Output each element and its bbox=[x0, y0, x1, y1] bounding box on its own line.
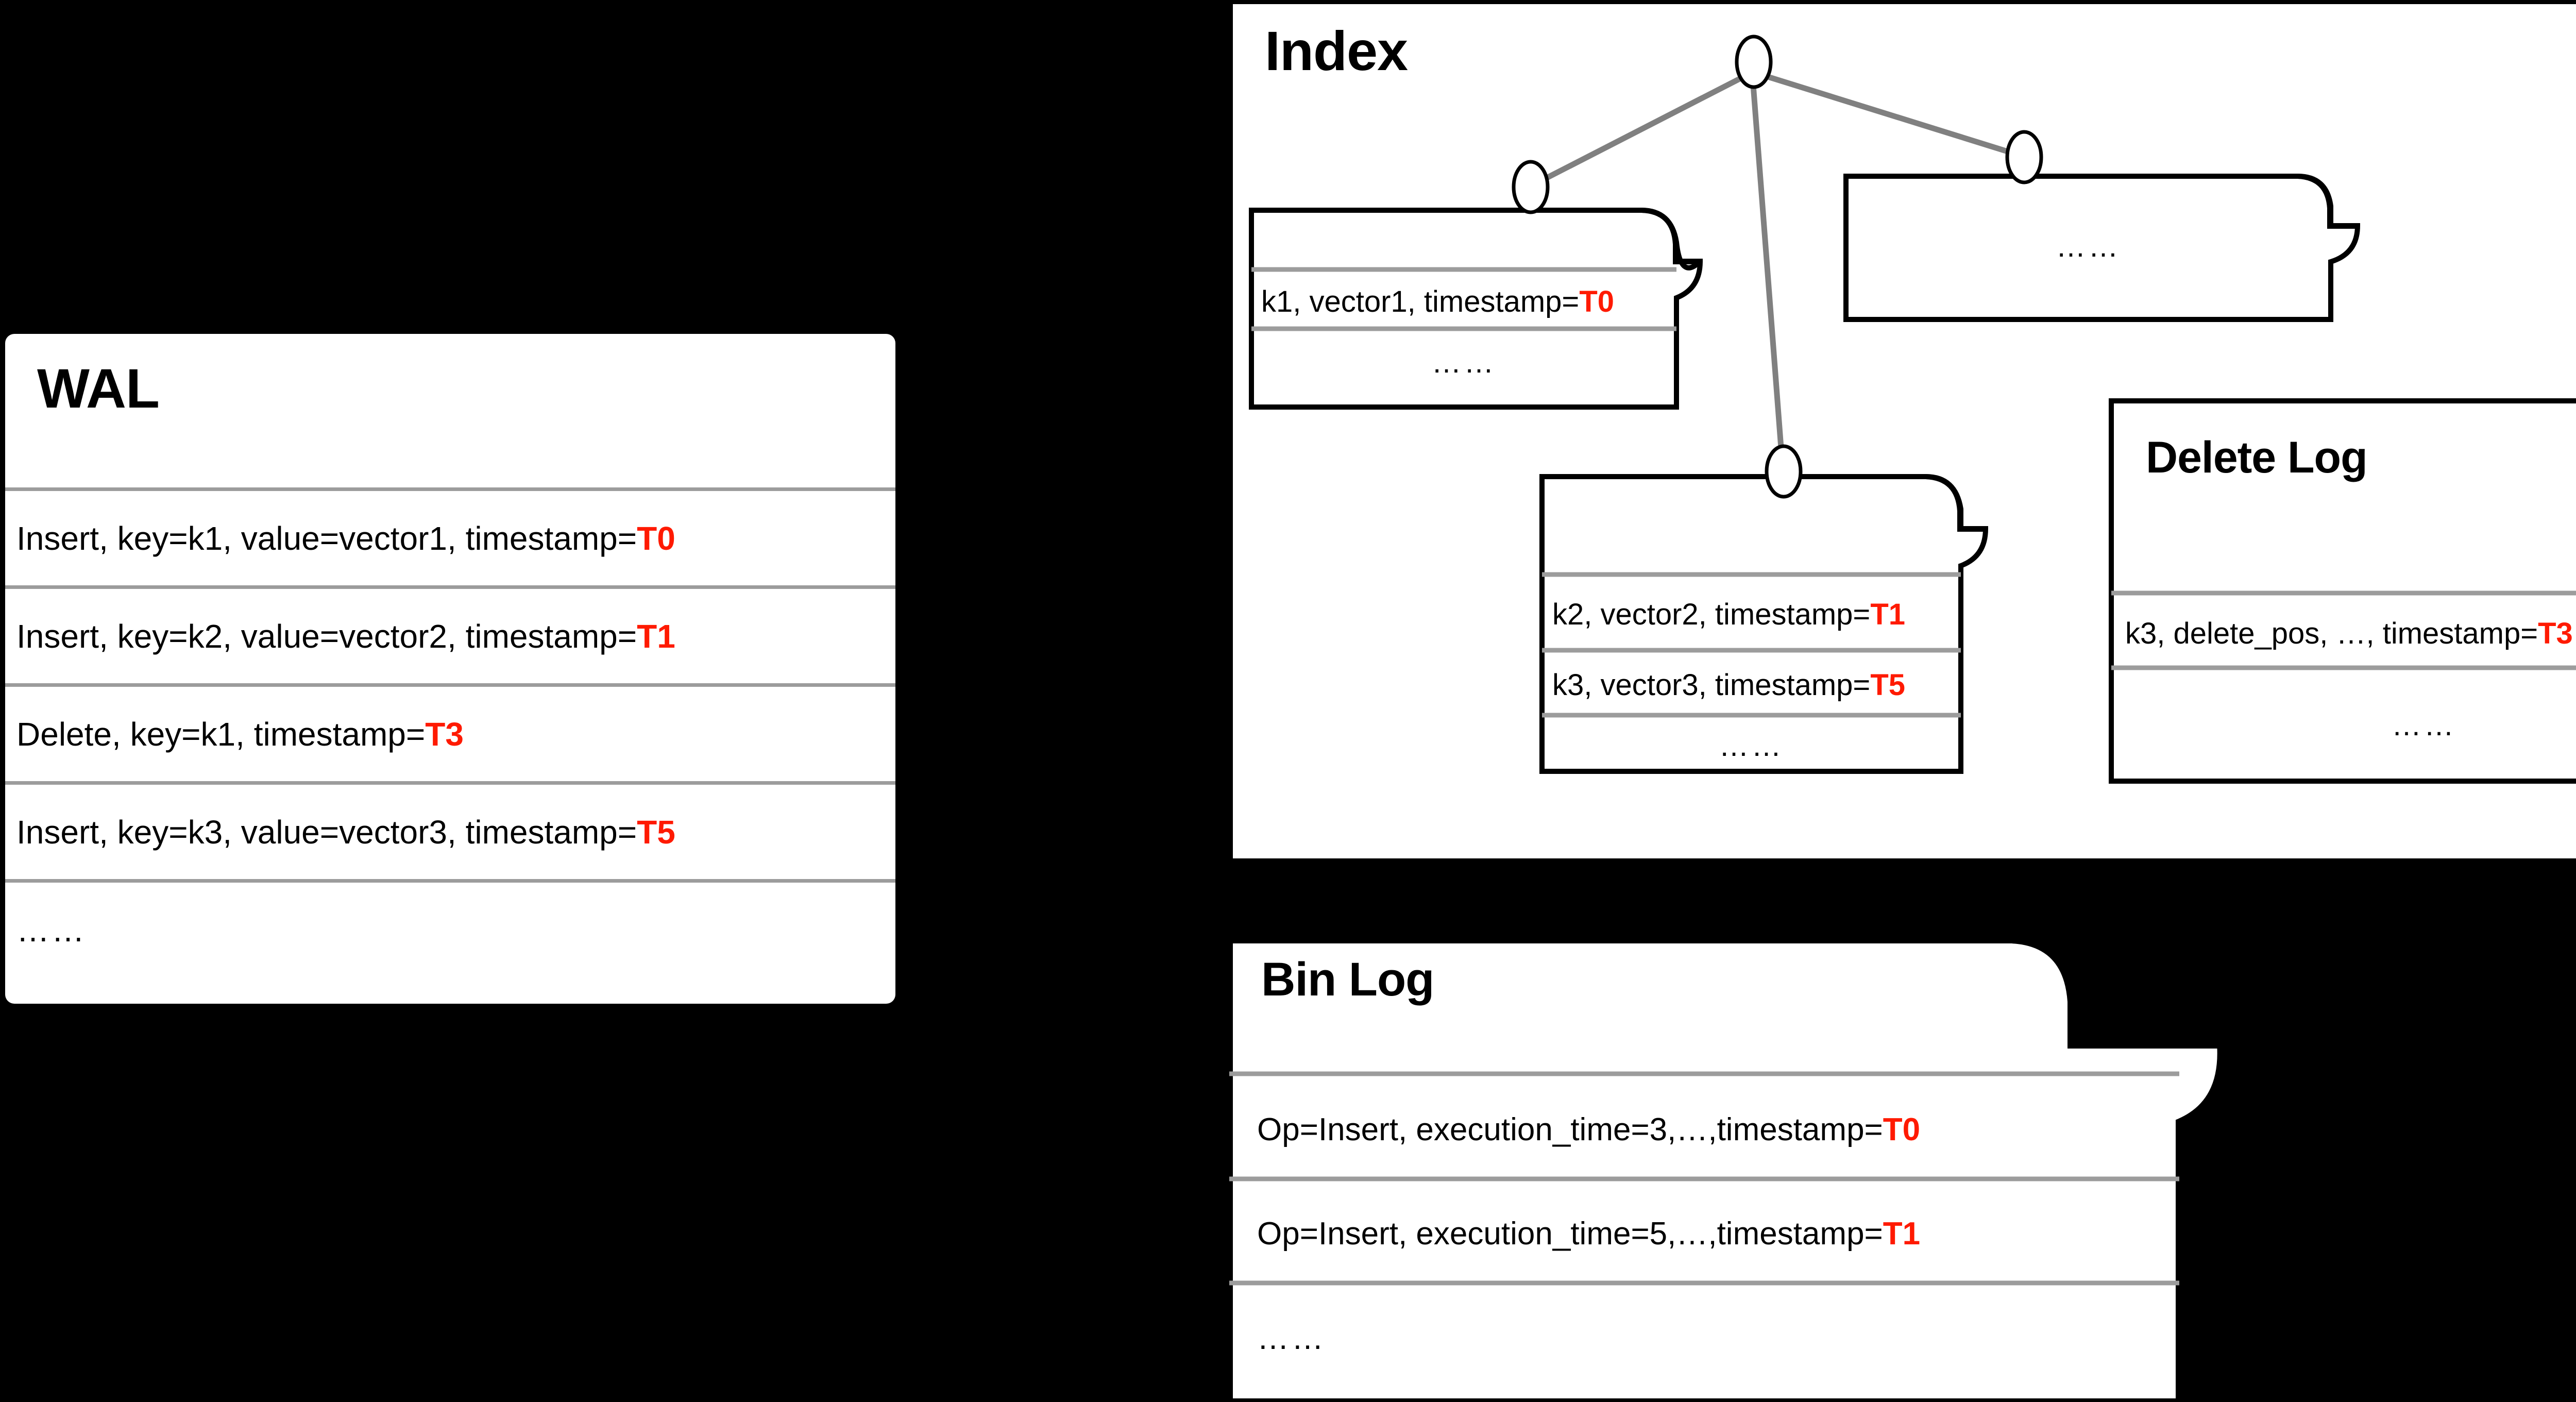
delete-log-title: Delete Log bbox=[2146, 433, 2368, 482]
leaf-node-bottom-row-ellipsis: …… bbox=[1719, 729, 1784, 763]
timestamp-value: T0 bbox=[637, 519, 675, 557]
timestamp-value: T1 bbox=[1883, 1216, 1921, 1252]
leaf-node-right-row-ellipsis: …… bbox=[2056, 230, 2121, 263]
wal-row-text: Insert, key=k1, value=vector1, timestamp… bbox=[16, 519, 675, 557]
timestamp-value: T3 bbox=[2538, 617, 2573, 650]
wal-row-text: Delete, key=k1, timestamp=T3 bbox=[16, 715, 464, 753]
index-title: Index bbox=[1265, 20, 1408, 82]
timestamp-value: T1 bbox=[1870, 598, 1905, 631]
wal-row: Insert, key=k3, value=vector3, timestamp… bbox=[5, 781, 895, 879]
timestamp-value: T0 bbox=[1883, 1112, 1921, 1147]
wal-row: Insert, key=k1, value=vector1, timestamp… bbox=[5, 487, 895, 585]
timestamp-value: T3 bbox=[425, 715, 464, 753]
wal-row-list: Insert, key=k1, value=vector1, timestamp… bbox=[5, 487, 895, 977]
leaf-node-left-row-ellipsis: …… bbox=[1431, 346, 1497, 379]
wal-row: Insert, key=k2, value=vector2, timestamp… bbox=[5, 585, 895, 683]
wal-title: WAL bbox=[37, 357, 160, 419]
leaf-node-left-row-text: k1, vector1, timestamp=T0 bbox=[1261, 285, 1614, 318]
wal-row: Delete, key=k1, timestamp=T3 bbox=[5, 683, 895, 781]
wal-row-text: …… bbox=[16, 911, 87, 949]
bin-log-row-text: Op=Insert, execution_time=5,…,timestamp=… bbox=[1257, 1216, 1921, 1252]
timestamp-value: T1 bbox=[637, 617, 675, 655]
wal-row-ellipsis: …… bbox=[5, 879, 895, 977]
timestamp-value: T5 bbox=[637, 813, 675, 851]
bin-log-title: Bin Log bbox=[1261, 953, 1434, 1006]
leaf-node-bottom-row-text: k3, vector3, timestamp=T5 bbox=[1552, 668, 1905, 702]
bin-log-fold-icon bbox=[2011, 936, 2219, 1049]
delete-log-row-text: k3, delete_pos, …, timestamp=T3 bbox=[2125, 617, 2573, 650]
wal-panel bbox=[5, 334, 895, 1004]
wal-row-text: Insert, key=k3, value=vector3, timestamp… bbox=[16, 813, 675, 851]
wal-row-text: Insert, key=k2, value=vector2, timestamp… bbox=[16, 617, 675, 655]
timestamp-value: T0 bbox=[1579, 285, 1614, 318]
bin-log-row-ellipsis: …… bbox=[1257, 1321, 1326, 1356]
leaf-node-bottom-row-text: k2, vector2, timestamp=T1 bbox=[1552, 598, 1905, 631]
timestamp-value: T5 bbox=[1870, 668, 1905, 702]
delete-log-row-ellipsis: …… bbox=[2392, 708, 2456, 742]
bin-log-row-text: Op=Insert, execution_time=3,…,timestamp=… bbox=[1257, 1112, 1921, 1147]
